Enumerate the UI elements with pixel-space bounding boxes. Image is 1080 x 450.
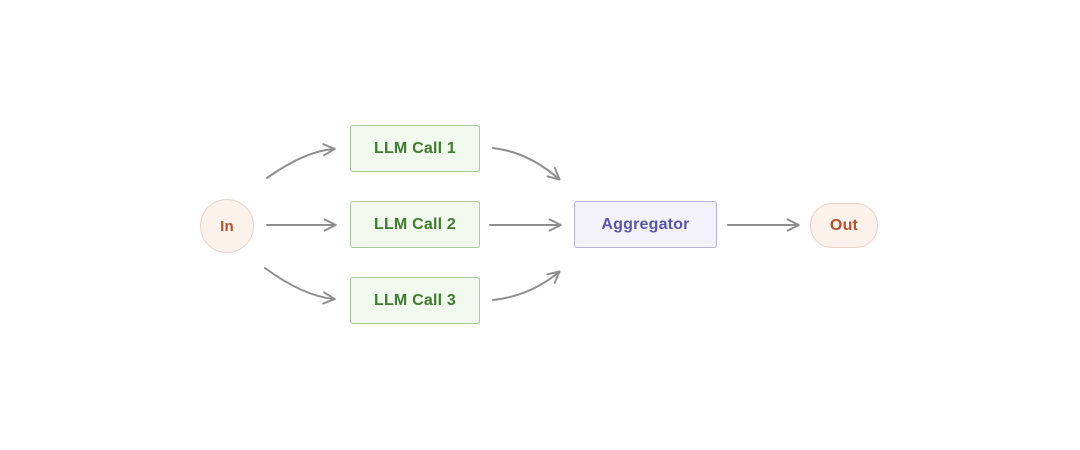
node-in: In (200, 199, 254, 253)
node-in-label: In (220, 217, 234, 235)
node-llm-call-3: LLM Call 3 (350, 277, 480, 324)
node-out: Out (810, 203, 878, 248)
node-aggregator-label: Aggregator (601, 215, 690, 233)
node-llm-call-3-label: LLM Call 3 (373, 291, 456, 309)
arrow-llm-call-3-to-aggregator (492, 270, 561, 301)
node-llm-call-2-label: LLM Call 2 (373, 215, 456, 233)
node-aggregator: Aggregator (574, 201, 717, 248)
arrow-in-to-llm-call-3 (264, 267, 336, 305)
node-llm-call-2: LLM Call 2 (350, 201, 480, 248)
node-out-label: Out (829, 216, 859, 234)
arrow-llm-call-1-to-aggregator (492, 147, 561, 181)
arrow-in-to-llm-call-1 (266, 143, 336, 179)
node-llm-call-1: LLM Call 1 (350, 125, 480, 172)
node-llm-call-1-label: LLM Call 1 (373, 139, 456, 157)
